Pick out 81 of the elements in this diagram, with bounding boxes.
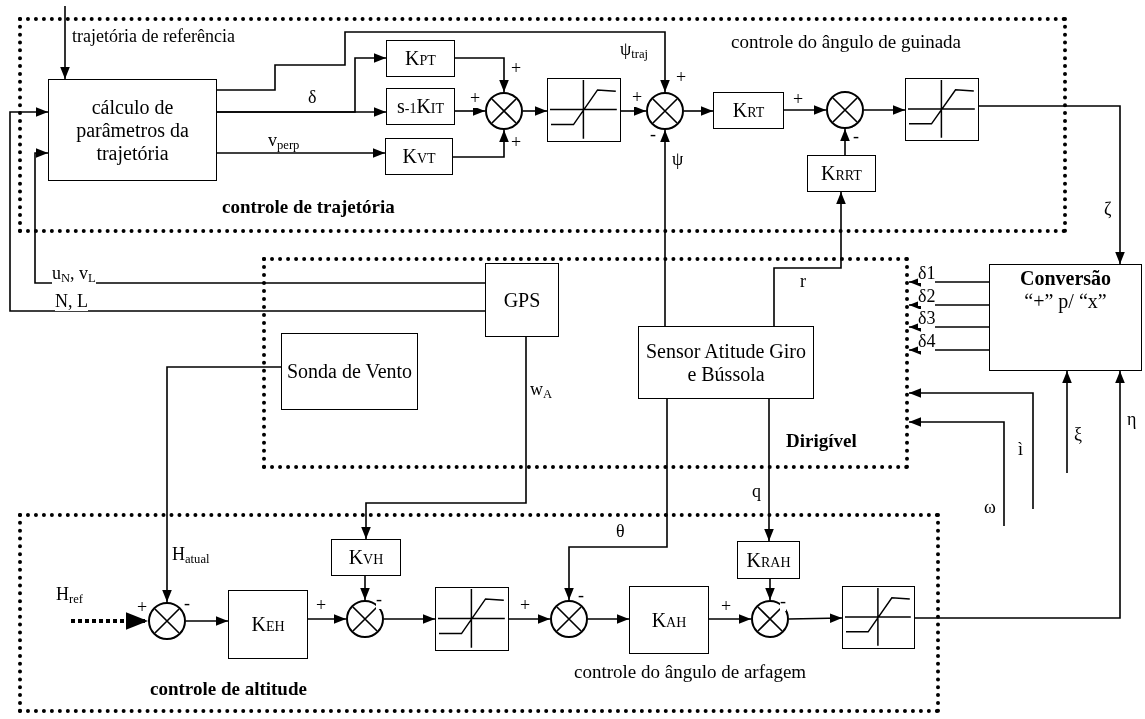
sensor-box: Sensor Atitude Giro e Bússola [638, 326, 814, 399]
summing-junction [148, 602, 186, 640]
sensor-box: GPS [485, 263, 559, 337]
edge-label: δ2 [918, 287, 936, 306]
arrow [216, 148, 386, 158]
arrow [908, 345, 990, 355]
group-title: controle de altitude [150, 678, 307, 700]
arrow [454, 106, 486, 116]
summing-junction [751, 600, 789, 638]
arrow [185, 616, 229, 626]
group-title: Dirigível [786, 430, 857, 452]
dotted-group-frame [18, 17, 1067, 233]
arrow [914, 370, 1125, 619]
arrow [620, 106, 647, 116]
group-subtitle: controle do ângulo de guinada [731, 31, 962, 53]
arrow [216, 31, 670, 93]
summing-junction [646, 92, 684, 130]
edge-label: trajetória de referência [72, 27, 235, 46]
arrow [708, 614, 752, 624]
dotted-arrow [71, 612, 148, 630]
edge-label: N, L [55, 292, 88, 311]
arrow [764, 398, 774, 542]
arrow [908, 300, 990, 310]
edge-label: ζ [1104, 200, 1112, 219]
edge-label: δ3 [918, 309, 936, 328]
edge-label: δ4 [918, 332, 936, 351]
group-title: controle de trajetória [222, 196, 395, 218]
dotted-group-frame [18, 513, 940, 713]
sign-label: - [650, 125, 656, 144]
arrow [908, 322, 990, 332]
edge-label: ξ [1074, 425, 1083, 444]
arrow [1062, 370, 1072, 474]
sensor-box: Sonda de Vento [281, 333, 418, 410]
arrow [564, 398, 668, 601]
arrow [978, 105, 1125, 265]
arrow [383, 614, 436, 624]
arrow [863, 105, 906, 115]
saturation-block [842, 586, 915, 649]
group-subtitle: controle do ângulo de arfagem [574, 661, 807, 683]
arrow [60, 5, 70, 80]
arrow [908, 388, 1034, 510]
sign-label: - [578, 586, 584, 605]
arrow [908, 417, 1005, 527]
arrow [522, 106, 548, 116]
box-text: “+” p/ “x” [1024, 290, 1107, 313]
conversion-box [989, 264, 1142, 371]
summing-junction [550, 600, 588, 638]
arrow [765, 578, 775, 601]
arrow [360, 575, 370, 601]
arrow [773, 191, 846, 327]
arrow [840, 128, 850, 156]
arrow [307, 614, 347, 624]
saturation-block [905, 78, 979, 141]
saturation-block [435, 587, 509, 651]
saturation-block [547, 78, 621, 142]
arrow [587, 614, 630, 624]
sign-label: + [137, 598, 148, 617]
summing-junction [346, 600, 384, 638]
sign-label: + [676, 68, 687, 87]
arrow [162, 366, 282, 603]
edge-label: ψ$_{traj}$ [620, 40, 649, 62]
edge-label: δ1 [918, 264, 936, 283]
arrow [783, 105, 827, 115]
summing-junction [485, 92, 523, 130]
arrow [908, 277, 990, 287]
summing-junction [826, 91, 864, 129]
arrow [788, 613, 843, 624]
edge-label: ψ [672, 150, 684, 169]
dotted-group-frame [262, 257, 909, 469]
box-heading: Conversão [1019, 267, 1112, 290]
arrow [216, 107, 387, 117]
arrow [454, 57, 509, 93]
arrow [660, 129, 670, 327]
arrow [452, 129, 509, 158]
sign-label: - [184, 594, 190, 613]
process-box: cálculo de parâmetros da trajetória [48, 79, 217, 181]
arrow [683, 106, 714, 116]
arrow [34, 148, 486, 284]
arrow [9, 107, 486, 312]
arrow [508, 614, 551, 624]
arrow [361, 336, 527, 540]
